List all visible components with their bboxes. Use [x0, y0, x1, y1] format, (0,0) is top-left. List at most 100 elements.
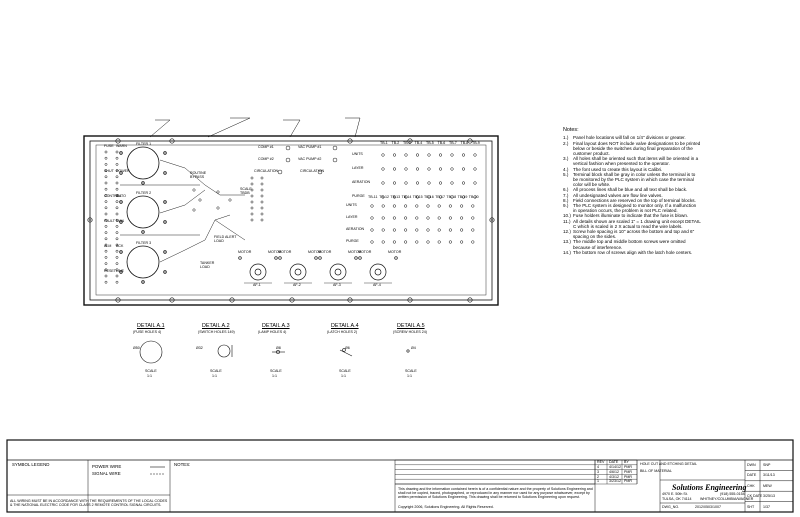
switch-hole: [250, 200, 254, 204]
rev-header: BY: [624, 460, 629, 464]
switch-hole: [115, 268, 119, 272]
detail-scale: SCALE: [405, 369, 417, 373]
screw-hole: [489, 217, 495, 223]
filter-valve: [119, 220, 123, 224]
tb-label-bottom: TB-17: [435, 195, 445, 199]
tb-label-bottom: TB-13: [390, 195, 401, 199]
filter-label: FILTER 2: [136, 191, 152, 195]
dwg-number: 2012/0503/1007: [695, 505, 721, 509]
switch-hole: [115, 256, 119, 259]
row-label-bottom: AERATION: [346, 227, 365, 231]
symbol-legend: SYMBOL LEGEND: [12, 462, 50, 467]
rev-cell: 4/6/12: [609, 469, 619, 474]
drain-label: CIRCULATION: [300, 169, 325, 173]
comp-label: COMP #1: [258, 145, 274, 149]
pump-sub-label: MOTOR: [278, 250, 292, 254]
switch-hole: [104, 206, 108, 210]
note-text: The bottom row of screws align with the …: [573, 249, 693, 255]
tb-right-value: 3/11/13: [763, 473, 775, 478]
tb-label-bottom: TB-11: [368, 195, 378, 199]
switch-hole: [426, 240, 430, 244]
screw-hole: [169, 297, 175, 303]
rev-cell: PMR: [624, 465, 632, 469]
notes-list: 1.)Panel hole locations will fall on 1/4…: [563, 135, 703, 255]
pump-hole: [278, 256, 282, 260]
switch-hole: [450, 153, 454, 157]
filter-circle: [126, 146, 160, 180]
switch-hole: [115, 187, 119, 191]
tb-label-top: TB-4: [414, 141, 423, 145]
filter-valve: [119, 200, 123, 204]
switch-hole: [104, 150, 108, 154]
note-item: 1.)Panel hole locations will fall on 1/4…: [563, 135, 701, 140]
left-label: POWER: [116, 169, 130, 173]
detail-size: Ø8: [276, 346, 281, 350]
screw-hole: [467, 297, 473, 303]
switch-hole: [438, 181, 443, 185]
pump-inner: [254, 268, 262, 276]
tb-right-label: SHT: [747, 504, 755, 509]
switch-hole: [115, 156, 119, 160]
screw-hole: [407, 297, 413, 303]
switch-hole: [104, 181, 108, 185]
switch-hole: [104, 187, 108, 191]
pump-circle: [249, 263, 267, 281]
switch-hole: [115, 169, 119, 172]
switch-hole: [415, 228, 419, 232]
filter-valve: [163, 171, 167, 175]
pump-hole: [318, 256, 322, 260]
note-number: 1.): [563, 135, 569, 141]
detail-size: Ø32: [196, 346, 203, 350]
filter-label: FILTER 3: [136, 241, 152, 245]
switch-hole: [260, 218, 264, 222]
company-phone: (918) 555-0154: [720, 492, 745, 496]
tb-label-top: TB-3: [403, 141, 411, 145]
switch-hole: [404, 204, 408, 208]
switch-hole: [404, 181, 408, 185]
switch-hole: [448, 228, 452, 232]
switch-hole: [392, 216, 396, 220]
switch-hole: [460, 240, 464, 244]
switch-hole: [448, 216, 452, 220]
notes-label: NOTES:: [174, 462, 191, 467]
note-number: 2.): [563, 140, 569, 146]
note-number: 11.): [563, 218, 571, 224]
switch-hole: [104, 163, 108, 166]
valve-hole: [216, 190, 220, 194]
note-number: 3.): [563, 156, 569, 162]
detail-scale-value: 1:1: [212, 374, 217, 378]
switch-hole: [332, 145, 338, 151]
pump-hole: [238, 256, 242, 260]
note-text: Terminal block shall be gray in color un…: [573, 171, 696, 188]
comp-label: COMP #2: [258, 157, 274, 161]
row-label-top: UNITS: [352, 152, 363, 156]
switch-hole: [437, 204, 441, 208]
pump-hole: [274, 256, 278, 260]
switch-hole: [115, 200, 119, 203]
note-number: 4.): [563, 166, 569, 172]
switch-hole: [381, 153, 385, 157]
pump-hole: [394, 256, 398, 260]
switch-hole: [381, 195, 385, 199]
switch-hole: [448, 240, 452, 244]
note-text: All undesignated valves are flow line va…: [573, 192, 663, 198]
switch-hole: [392, 153, 397, 157]
switch-hole: [370, 228, 374, 232]
detail-scale: SCALE: [339, 369, 351, 373]
switch-hole: [104, 169, 108, 172]
signal-wire-label: SIGNAL WIRE: [92, 471, 121, 476]
project-name: WHITNEY/COLUMBIA/WAGNER: [700, 497, 754, 501]
pump-sub-label: MOTOR: [238, 250, 252, 254]
rev-header: REV: [597, 460, 605, 464]
switch-hole: [437, 228, 441, 232]
switch-hole: [427, 153, 431, 157]
switch-hole: [104, 212, 108, 216]
switch-hole: [392, 195, 397, 199]
screw-hole: [467, 138, 473, 144]
left-label: FAULT: [104, 219, 115, 223]
switch-hole: [285, 157, 291, 163]
note-text: Screw hole spacing is 10" across the bot…: [573, 229, 695, 240]
tb-label-top: TB-1: [380, 141, 388, 145]
switch-hole: [115, 280, 119, 284]
switch-hole: [392, 204, 396, 208]
